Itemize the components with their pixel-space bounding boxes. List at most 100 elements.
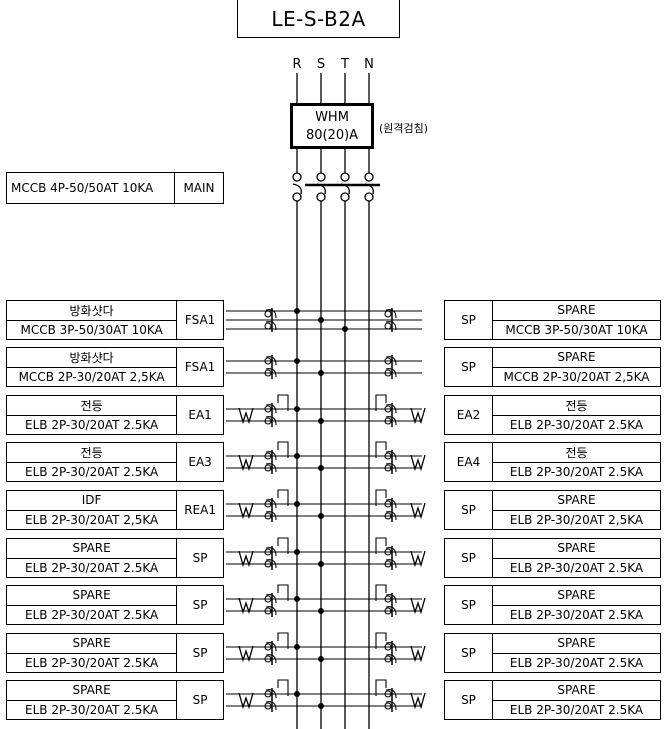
branch-breaker-arc (265, 594, 277, 604)
bus-tap-dot (342, 326, 348, 332)
branch-breaker-arc (265, 654, 277, 664)
circuit-name: SPARE (493, 301, 660, 321)
phase-label-r: R (292, 57, 302, 72)
branch-breaker-contact (384, 322, 392, 330)
circuit-spec: ELB 2P-30/20AT 2.5KA (509, 607, 644, 622)
bus-tap-dot (294, 501, 300, 507)
branch-breaker-arc (265, 309, 277, 319)
breaker-contact-bottom (292, 192, 302, 202)
branch-breaker-arc (265, 547, 277, 557)
elb-earth-leakage-symbol (410, 692, 426, 710)
circuit-name: SPARE (493, 491, 660, 511)
branch-breaker-contact (384, 417, 392, 425)
circuit-spec: ELB 2P-30/20AT 2.5KA (25, 655, 159, 670)
bus-tap-dot (294, 358, 300, 364)
elb-trip-coil (375, 584, 387, 601)
phase-label-t: T (341, 57, 349, 72)
circuit-spec: ELB 2P-30/20AT 2.5KA (509, 464, 644, 479)
breaker-contact-top (316, 172, 326, 182)
branch-breaker-arc (385, 642, 397, 652)
elb-trip-coil (277, 679, 289, 696)
circuit-name: SPARE (7, 586, 177, 606)
circuit-tag: FSA1 (184, 313, 216, 327)
branch-breaker-contact (264, 595, 272, 603)
elb-earth-leakage-symbol (410, 502, 426, 520)
branch-breaker-contact (264, 322, 272, 330)
elb-trip-coil (375, 394, 387, 411)
circuit-tag: SP (192, 598, 208, 612)
circuit-spec: ELB 2P-30/20AT 2.5KA (25, 607, 159, 622)
circuit-tag: SP (445, 348, 493, 386)
breaker-contact-top (364, 172, 374, 182)
circuit-name: 전등 (7, 443, 177, 463)
branch-breaker-arc (385, 701, 397, 711)
circuit-name: SPARE (7, 634, 177, 654)
elb-trip-coil (375, 441, 387, 458)
elb-earth-leakage-symbol (410, 597, 426, 615)
bus-tap-dot (318, 317, 324, 323)
branch-breaker-arc (385, 594, 397, 604)
circuit-name: SPARE (493, 634, 660, 654)
circuit-name: IDF (7, 491, 177, 511)
elb-trip-coil (277, 632, 289, 649)
circuit-spec: ELB 2P-30/20AT 2.5KA (509, 560, 644, 575)
circuit-spec: ELB 2P-30/20AT 2.5KA (25, 464, 159, 479)
branch-breaker-arc (385, 511, 397, 521)
branch-breaker-contact (384, 357, 392, 365)
circuit-spec: MCCB 3P-50/30AT 10KA (20, 322, 163, 337)
phase-label-s: S (316, 57, 326, 72)
elb-earth-leakage-symbol (238, 692, 254, 710)
main-breaker-box: MCCB 4P-50/50AT 10KA MAIN (6, 172, 224, 204)
branch-breaker-arc (265, 404, 277, 414)
circuit-tag: EA1 (188, 408, 212, 422)
circuit-tag: EA4 (445, 443, 493, 481)
bus-tap-dot (318, 418, 324, 424)
circuit-spec: ELB 2P-30/20AT 2.5KA (25, 417, 159, 432)
circuit-name: SPARE (493, 348, 660, 368)
circuit-name: SPARE (493, 681, 660, 701)
branch-breaker-contact (384, 500, 392, 508)
circuit-name: 방화샷다 (7, 348, 177, 368)
branch-breaker-contact (264, 369, 272, 377)
branch-breaker-contact (384, 643, 392, 651)
branch-breaker-arc (385, 559, 397, 569)
circuit-tag: SP (445, 634, 493, 672)
branch-breaker-contact (264, 560, 272, 568)
watt-hour-meter: WHM 80(20)A (290, 103, 374, 149)
circuit-tag: FSA1 (184, 360, 216, 374)
bus-tap-dot (318, 608, 324, 614)
branch-breaker-contact (384, 369, 392, 377)
bus-tap-dot (318, 513, 324, 519)
phase-label-n: N (364, 57, 374, 72)
circuit-tag: EA2 (445, 396, 493, 434)
elb-earth-leakage-symbol (238, 407, 254, 425)
branch-breaker-arc (265, 451, 277, 461)
branch-breaker-contact (384, 595, 392, 603)
branch-breaker-arc (385, 321, 397, 331)
branch-breaker-arc (385, 654, 397, 664)
circuit-name: SPARE (493, 586, 660, 606)
branch-breaker-arc (265, 606, 277, 616)
branch-breaker-arc (385, 356, 397, 366)
bus-tap-dot (318, 370, 324, 376)
elb-earth-leakage-symbol (410, 550, 426, 568)
branch-breaker-contact (384, 452, 392, 460)
meter-rating: 80(20)A (305, 128, 359, 143)
branch-breaker-contact (264, 464, 272, 472)
bus-tap-dot (294, 596, 300, 602)
elb-earth-leakage-symbol (238, 550, 254, 568)
elb-earth-leakage-symbol (238, 645, 254, 663)
elb-trip-coil (277, 441, 289, 458)
breaker-contact-bottom (364, 192, 374, 202)
branch-breaker-contact (384, 464, 392, 472)
